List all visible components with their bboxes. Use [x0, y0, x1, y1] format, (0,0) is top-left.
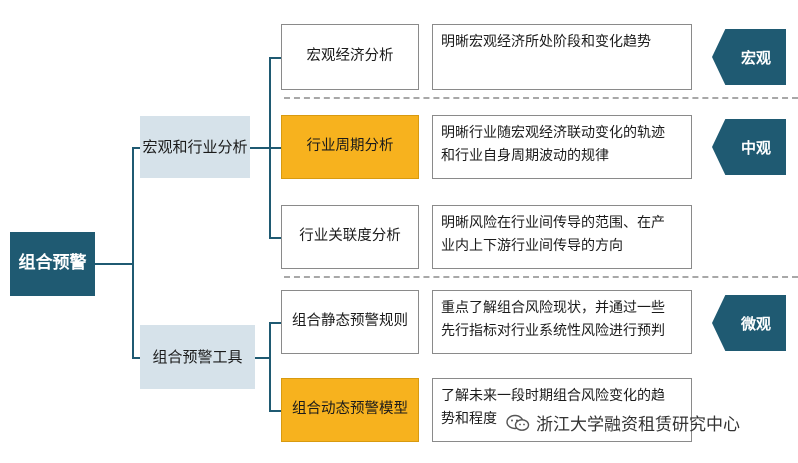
desc-line: 业内上下游行业间传导的方向	[441, 238, 623, 255]
item-industry-correlation-analysis: 行业关联度分析	[281, 205, 419, 269]
watermark-text: 浙江大学融资租赁研究中心	[536, 415, 740, 435]
connector-to-item-1	[269, 57, 281, 59]
desc-line: 和行业自身周期波动的规律	[441, 148, 609, 165]
tag-meso: 中观	[712, 119, 786, 175]
connector-to-item-4	[269, 322, 281, 324]
connector-branch-2	[255, 357, 270, 359]
desc-text: 重点了解组合风险现状，并通过一些 先行指标对行业系统性风险进行预判	[441, 297, 665, 343]
connector-root-vertical	[132, 147, 134, 358]
item-dynamic-warning-model: 组合动态预警模型	[281, 378, 419, 442]
desc-text: 明晰宏观经济所处阶段和变化趋势	[441, 31, 651, 54]
desc-industry-cycle-analysis: 明晰行业随宏观经济联动变化的轨迹 和行业自身周期波动的规律	[432, 115, 692, 179]
desc-line: 明晰宏观经济所处阶段和变化趋势	[441, 34, 651, 50]
separator-2	[284, 276, 798, 278]
separator-1	[284, 97, 798, 99]
item-industry-cycle-analysis: 行业周期分析	[281, 115, 419, 179]
desc-line: 了解未来一段时期组合风险变化的趋	[441, 388, 665, 404]
desc-line: 先行指标对行业系统性风险进行预判	[441, 323, 665, 340]
desc-industry-correlation-analysis: 明晰风险在行业间传导的范围、在产 业内上下游行业间传导的方向	[432, 205, 692, 269]
root-node: 组合预警	[10, 232, 95, 296]
item-static-warning-rules: 组合静态预警规则	[281, 290, 419, 354]
connector-branch-1	[250, 147, 270, 149]
tag-micro: 微观	[712, 295, 786, 351]
connector-to-item-3	[269, 237, 281, 239]
desc-line: 明晰行业随宏观经济联动变化的轨迹	[441, 125, 665, 141]
connector-to-branch-2	[132, 357, 140, 359]
connector-to-item-5	[269, 410, 281, 412]
desc-dynamic-warning-model: 了解未来一段时期组合风险变化的趋 势和程度	[432, 378, 692, 442]
branch-macro-industry-analysis: 宏观和行业分析	[140, 116, 250, 178]
branch-portfolio-warning-tools: 组合预警工具	[140, 325, 255, 389]
connector-branch-2-vertical	[269, 322, 271, 411]
item-macro-economic-analysis: 宏观经济分析	[281, 24, 419, 90]
connector-root	[95, 263, 133, 265]
desc-text: 了解未来一段时期组合风险变化的趋 势和程度	[441, 385, 665, 431]
watermark: 浙江大学融资租赁研究中心	[506, 410, 740, 435]
desc-macro-economic-analysis: 明晰宏观经济所处阶段和变化趋势	[432, 24, 692, 90]
desc-line: 势和程度	[441, 411, 497, 428]
desc-line: 明晰风险在行业间传导的范围、在产	[441, 215, 665, 231]
desc-text: 明晰行业随宏观经济联动变化的轨迹 和行业自身周期波动的规律	[441, 122, 665, 168]
desc-text: 明晰风险在行业间传导的范围、在产 业内上下游行业间传导的方向	[441, 212, 665, 258]
desc-line: 重点了解组合风险现状，并通过一些	[441, 300, 665, 316]
connector-to-item-2	[269, 147, 281, 149]
desc-static-warning-rules: 重点了解组合风险现状，并通过一些 先行指标对行业系统性风险进行预判	[432, 290, 692, 354]
wechat-icon	[506, 414, 530, 431]
connector-to-branch-1	[132, 147, 140, 149]
tag-macro: 宏观	[712, 29, 786, 85]
